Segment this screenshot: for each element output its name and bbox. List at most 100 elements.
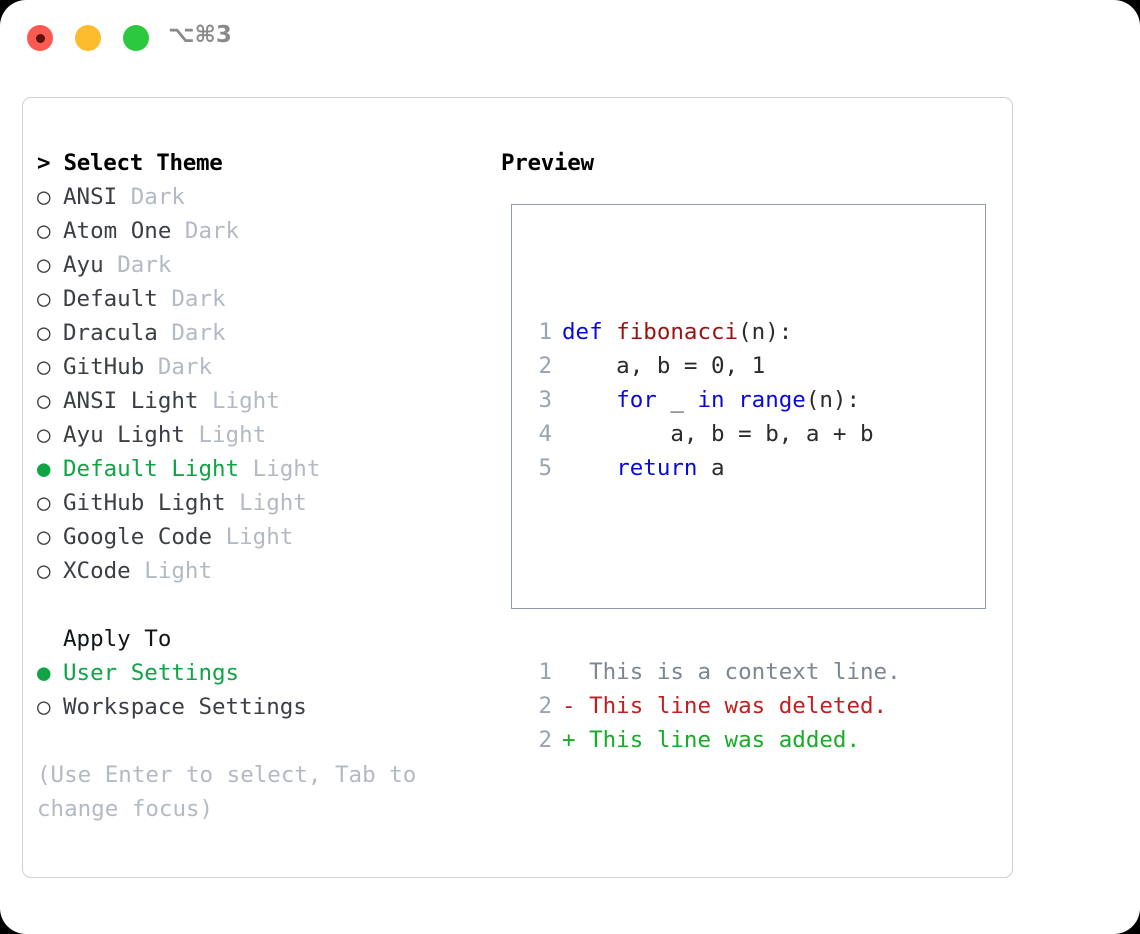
theme-list-item[interactable]: ○ ANSI Dark — [37, 180, 487, 214]
code-line: 5 return a — [526, 451, 901, 485]
theme-list-item[interactable]: ○ XCode Light — [37, 554, 487, 588]
theme-list-item[interactable]: ● Default Light Light — [37, 452, 487, 486]
traffic-lights — [27, 25, 149, 51]
apply-to-label: Workspace Settings — [63, 694, 307, 720]
title-bar: ⌥⌘3 — [0, 0, 1140, 78]
code-token — [562, 455, 616, 481]
theme-list: ○ANSI Dark○Atom One Dark○Ayu Dark○Defaul… — [37, 180, 487, 588]
preview-heading: Preview — [501, 150, 594, 176]
radio-unselected-icon[interactable]: ○ — [37, 422, 51, 448]
theme-variant-badge: Light — [239, 490, 307, 516]
theme-list-item[interactable]: ○ Google Code Light — [37, 520, 487, 554]
radio-unselected-icon[interactable]: ○ — [37, 490, 51, 516]
line-number: 1 — [538, 319, 552, 345]
theme-list-item[interactable]: ○ANSI Light Light — [37, 384, 487, 418]
theme-variant-badge: Light — [252, 456, 321, 482]
code-token: in range — [697, 387, 806, 413]
code-token — [562, 387, 616, 413]
line-number: 2 — [538, 353, 552, 379]
theme-name: Atom One — [63, 218, 185, 244]
theme-variant-badge: Dark — [157, 354, 213, 380]
code-token: (n): — [805, 387, 861, 413]
theme-variant-badge: Dark — [117, 252, 172, 278]
theme-name: Dracula — [63, 320, 172, 346]
select-theme-heading: > Select Theme — [37, 150, 223, 176]
theme-variant-badge: Dark — [171, 286, 226, 312]
theme-list-item[interactable]: ○ GitHub Light Light — [37, 486, 487, 520]
code-token: a, b = b, a + b — [562, 421, 874, 447]
minimize-button[interactable] — [75, 25, 101, 51]
theme-picker-panel: > Select Theme ○ANSI Dark○Atom One Dark○… — [22, 97, 1013, 878]
radio-selected-icon[interactable]: ● — [37, 456, 51, 482]
theme-name: Google Code — [63, 524, 226, 550]
theme-list-item[interactable]: ○ GitHub Dark — [37, 350, 487, 384]
apply-to-item[interactable]: ○ Workspace Settings — [37, 690, 487, 724]
code-token: def — [562, 319, 617, 345]
theme-list-item[interactable]: ○Default Dark — [37, 282, 487, 316]
radio-unselected-icon[interactable]: ○ — [37, 320, 51, 346]
maximize-button[interactable] — [123, 25, 149, 51]
theme-variant-badge: Light — [225, 524, 294, 550]
theme-variant-badge: Light — [144, 558, 213, 584]
code-line: 3 for _ in range(n): — [526, 383, 901, 417]
line-number: 4 — [538, 421, 552, 447]
code-token: a — [697, 455, 725, 481]
diff-text: + This line was added. — [562, 727, 861, 753]
radio-unselected-icon[interactable]: ○ — [37, 694, 51, 720]
code-token: for — [616, 387, 657, 413]
radio-selected-icon[interactable]: ● — [37, 660, 51, 686]
radio-unselected-icon[interactable]: ○ — [37, 524, 51, 550]
line-number: 1 — [538, 659, 552, 685]
apply-to-label: User Settings — [63, 660, 240, 686]
theme-name: Ayu — [63, 252, 118, 278]
diff-line: 2- This line was deleted. — [526, 689, 901, 723]
apply-to-item[interactable]: ● User Settings — [37, 656, 487, 690]
theme-name: GitHub Light — [63, 490, 240, 516]
diff-line: 1 This is a context line. — [526, 655, 900, 689]
theme-variant-badge: Dark — [130, 184, 185, 210]
close-button[interactable] — [27, 25, 53, 51]
line-number: 3 — [538, 387, 552, 413]
apply-to-list: ● User Settings ○ Workspace Settings — [37, 656, 487, 724]
code-gap — [526, 553, 901, 587]
code-line: 2 a, b = 0, 1 — [526, 349, 901, 383]
theme-variant-badge: Dark — [171, 320, 226, 346]
diff-line: 2 + This line was added. — [526, 723, 901, 757]
theme-name: Ayu Light — [63, 422, 199, 448]
theme-list-column: > Select Theme ○ANSI Dark○Atom One Dark○… — [37, 146, 487, 826]
diff-text: - This line was deleted. — [562, 693, 888, 719]
theme-variant-badge: Dark — [184, 218, 240, 244]
theme-list-item[interactable]: ○ Dracula Dark — [37, 316, 487, 350]
diff-lines: 1 This is a context line.2- This line wa… — [526, 655, 901, 757]
radio-unselected-icon[interactable]: ○ — [37, 252, 51, 278]
code-token: _ — [656, 387, 698, 413]
theme-variant-badge: Light — [212, 388, 280, 414]
radio-unselected-icon[interactable]: ○ — [37, 558, 51, 584]
theme-list-item[interactable]: ○ Ayu Dark — [37, 248, 487, 282]
theme-name: ANSI — [63, 184, 131, 210]
theme-name: Default Light — [63, 456, 253, 482]
code-token: a, b = 0, 1 — [562, 353, 766, 379]
line-number: 2 — [538, 727, 552, 753]
window-shortcut-label: ⌥⌘3 — [168, 22, 232, 48]
theme-name: XCode — [63, 558, 145, 584]
radio-unselected-icon[interactable]: ○ — [37, 286, 51, 312]
theme-list-item[interactable]: ○ Ayu Light Light — [37, 418, 487, 452]
theme-variant-badge: Light — [198, 422, 267, 448]
radio-unselected-icon[interactable]: ○ — [37, 354, 51, 380]
theme-list-item[interactable]: ○ Atom One Dark — [37, 214, 487, 248]
line-number: 5 — [538, 455, 552, 481]
keyboard-hint: (Use Enter to select, Tab to change focu… — [37, 762, 430, 822]
radio-unselected-icon[interactable]: ○ — [37, 218, 51, 244]
radio-unselected-icon[interactable]: ○ — [37, 388, 51, 414]
radio-unselected-icon[interactable]: ○ — [37, 184, 51, 210]
code-token: fibonacci — [616, 319, 739, 345]
apply-to-heading: Apply To — [63, 626, 172, 652]
theme-name: GitHub — [63, 354, 158, 380]
